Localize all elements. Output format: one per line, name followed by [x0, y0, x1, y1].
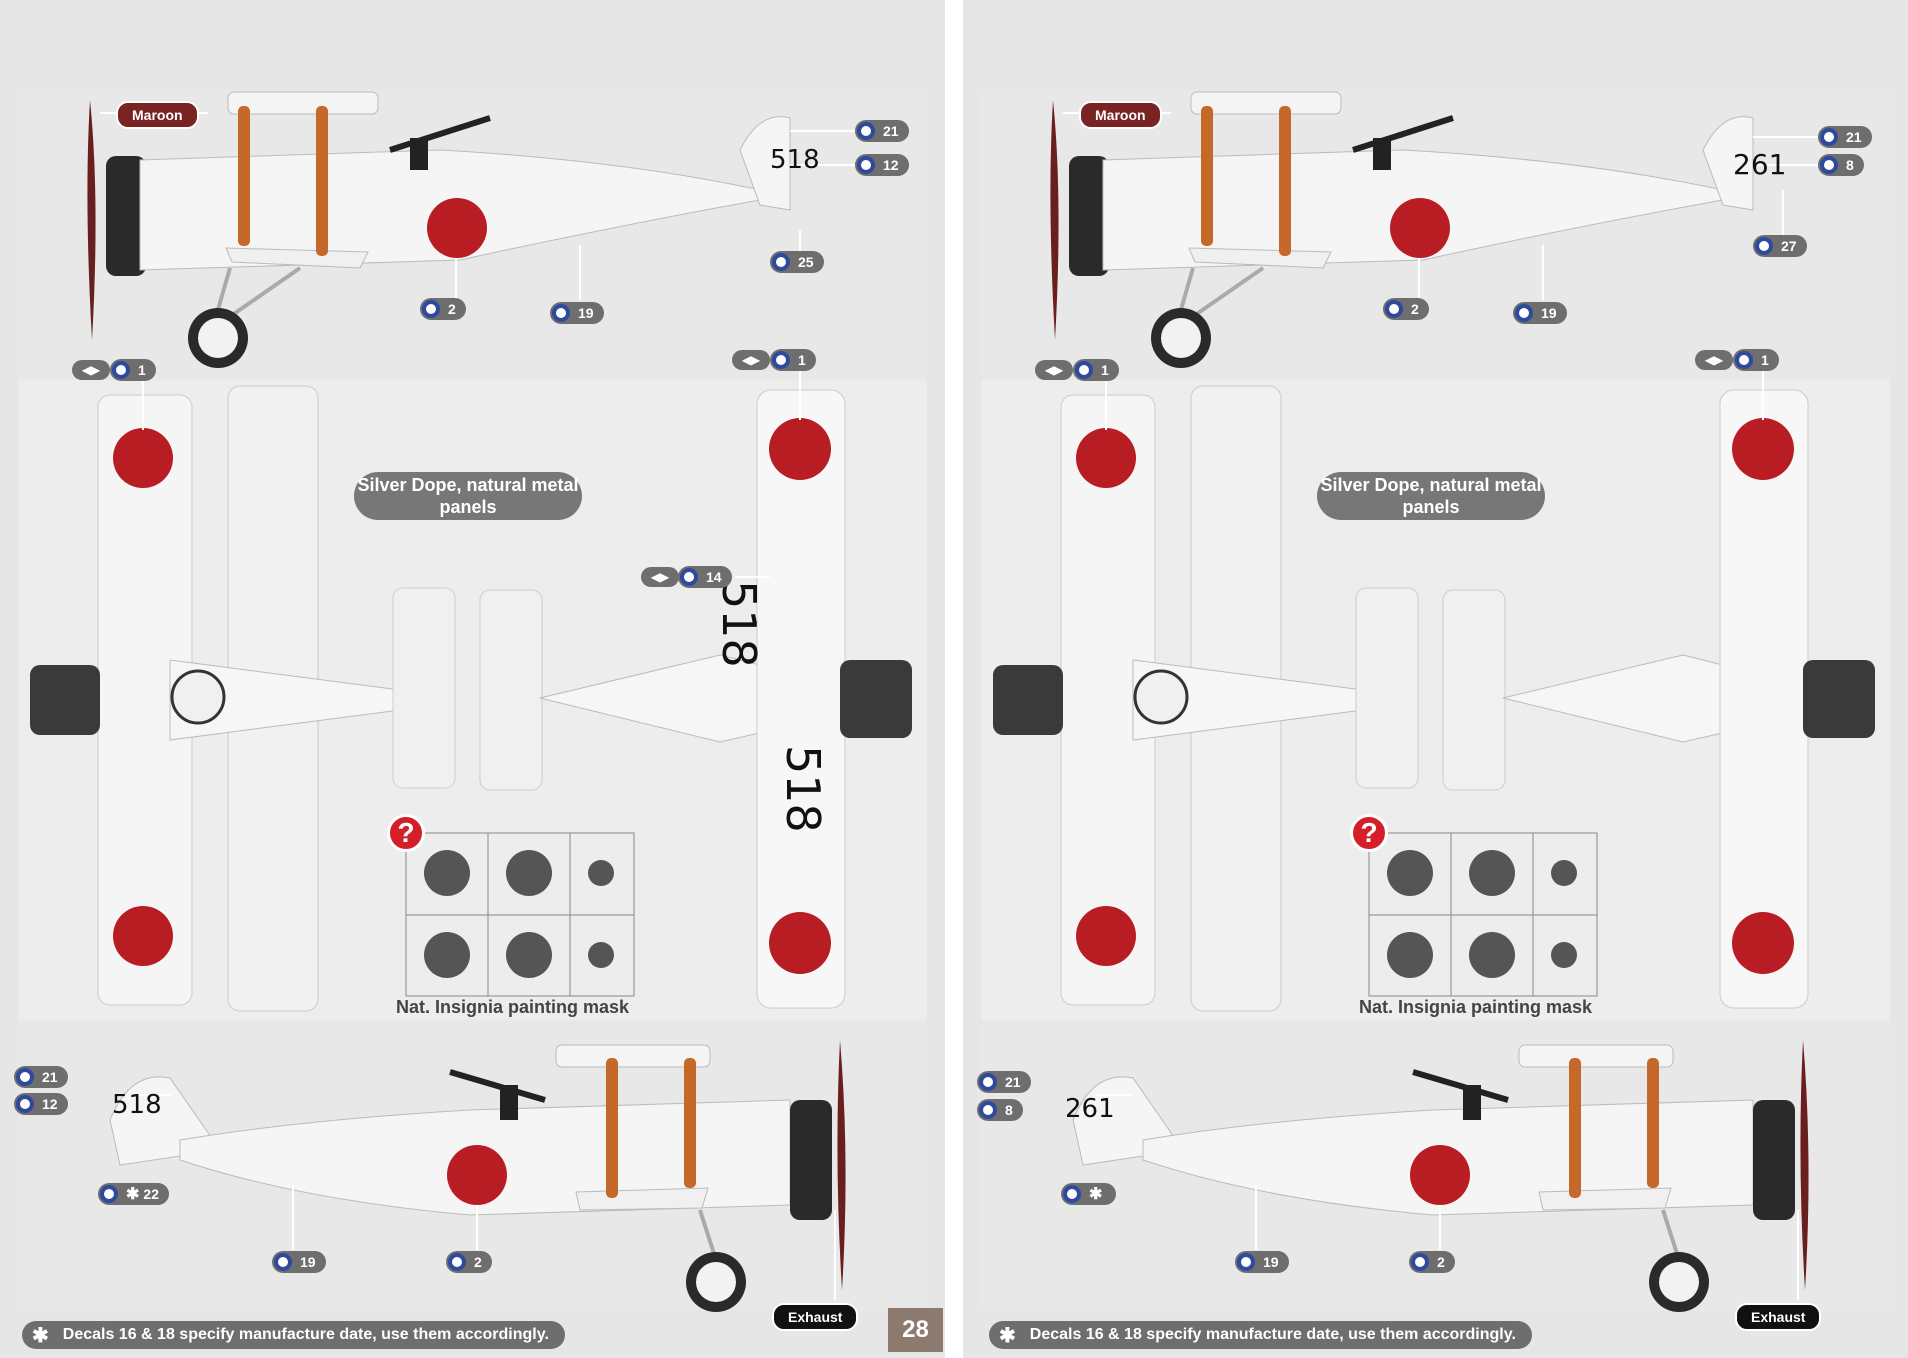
question-icon: ? — [387, 814, 425, 852]
insignia-mask-grid — [1368, 832, 1598, 997]
decal-marker-icon — [16, 1068, 34, 1086]
mirror-pair-icon: ◀▶ — [732, 350, 770, 370]
decal-marker-icon — [680, 568, 698, 586]
decal-marker-icon — [1755, 237, 1773, 255]
callout-21: 21 — [855, 120, 909, 142]
callout-2-lower: 2 — [1409, 1251, 1455, 1273]
decal-marker-icon — [857, 156, 875, 174]
decal-marker-icon — [1515, 304, 1533, 322]
side-view-right-facing — [1072, 1040, 1809, 1312]
asterisk-icon: ✱ — [999, 1324, 1016, 1347]
mirror-pair-icon: ◀▶ — [72, 360, 110, 380]
mask-caption: Nat. Insignia painting mask — [396, 997, 630, 1017]
decal-marker-icon — [979, 1073, 997, 1091]
decal-marker-icon — [1237, 1253, 1255, 1271]
decal-marker-icon — [1063, 1185, 1081, 1203]
decal-marker-icon — [552, 304, 570, 322]
tail-serial: 518 — [770, 145, 820, 175]
insignia-mask-grid — [405, 832, 635, 997]
callout-19-lower: 19 — [1235, 1251, 1289, 1273]
callout-21: 21 — [1818, 126, 1872, 148]
question-icon: ? — [1350, 814, 1388, 852]
callout-2: 2 — [1383, 298, 1429, 320]
tail-serial: 261 — [1733, 148, 1787, 181]
callout-2: 2 — [420, 298, 466, 320]
decal-marker-icon — [857, 122, 875, 140]
plan-view-lower-surface — [1442, 389, 1875, 1009]
tail-serial-lower: 518 — [112, 1090, 162, 1120]
decal-marker-icon — [274, 1253, 292, 1271]
page-number: 28 — [888, 1308, 943, 1352]
callout-asterisk: ✱ — [1061, 1183, 1117, 1205]
callout-21-lower: 21 — [14, 1066, 68, 1088]
callout-19-lower: 19 — [272, 1251, 326, 1273]
callout-1-left: 1 — [110, 359, 156, 381]
maroon-label: Maroon — [1079, 101, 1162, 129]
callout-19: 19 — [550, 302, 604, 324]
decal-marker-icon — [1075, 361, 1093, 379]
callout-1-left: 1 — [1073, 359, 1119, 381]
footnote: ✱Decals 16 & 18 specify manufacture date… — [22, 1321, 565, 1349]
decal-marker-icon — [1820, 156, 1838, 174]
callout-25: 25 — [770, 251, 824, 273]
wing-serial-lower: 518 — [776, 745, 830, 833]
decal-marker-icon — [1411, 1253, 1429, 1271]
callout-19: 19 — [1513, 302, 1567, 324]
aircraft-drawings — [993, 91, 1875, 1312]
callout-12: 12 — [855, 154, 909, 176]
right-page: 261 261 Maroon Exhaust Silver Dope, natu… — [963, 0, 1908, 1358]
decal-marker-icon — [1385, 300, 1403, 318]
callout-27: 27 — [1753, 235, 1807, 257]
callout-14: 14 — [678, 566, 732, 588]
decal-marker-icon — [16, 1095, 34, 1113]
asterisk-icon: ✱ — [126, 1186, 140, 1203]
decal-marker-icon — [772, 351, 790, 369]
callout-2-lower: 2 — [446, 1251, 492, 1273]
decal-marker-icon — [979, 1101, 997, 1119]
mirror-pair-icon: ◀▶ — [641, 567, 679, 587]
wing-serial-upper: 518 — [712, 580, 766, 668]
exhaust-label: Exhaust — [772, 1303, 859, 1331]
callout-8: 8 — [1818, 154, 1864, 176]
aircraft-drawings — [30, 91, 912, 1312]
finish-label: Silver Dope, natural metal panels — [1317, 472, 1545, 520]
plan-view-upper-surface — [993, 385, 1419, 1012]
finish-label: Silver Dope, natural metal panels — [354, 472, 582, 520]
decal-marker-icon — [112, 361, 130, 379]
callout-leader-lines — [100, 112, 864, 1300]
side-view-right-facing — [109, 1040, 846, 1312]
side-view-left-facing — [1050, 91, 1754, 368]
mirror-pair-icon: ◀▶ — [1695, 350, 1733, 370]
tail-serial-lower: 261 — [1065, 1094, 1115, 1124]
footnote: ✱Decals 16 & 18 specify manufacture date… — [989, 1321, 1532, 1349]
mask-caption: Nat. Insignia painting mask — [1359, 997, 1593, 1017]
side-view-left-facing — [87, 91, 791, 368]
callout-1-right: 1 — [770, 349, 816, 371]
callout-12-lower: 12 — [14, 1093, 68, 1115]
asterisk-icon: ✱ — [1089, 1186, 1103, 1203]
mirror-pair-icon: ◀▶ — [1035, 360, 1073, 380]
exhaust-label: Exhaust — [1735, 1303, 1822, 1331]
callout-21-lower: 21 — [977, 1071, 1031, 1093]
callout-1-right: 1 — [1733, 349, 1779, 371]
asterisk-icon: ✱ — [32, 1324, 49, 1347]
callout-22: ✱22 — [98, 1183, 169, 1205]
callout-8-lower: 8 — [977, 1099, 1023, 1121]
maroon-label: Maroon — [116, 101, 199, 129]
left-page: 518 518 518 518 Maroon Exhaust Silver Do… — [0, 0, 945, 1358]
decal-marker-icon — [422, 300, 440, 318]
plan-view-lower-surface — [479, 389, 912, 1009]
decal-marker-icon — [448, 1253, 466, 1271]
decal-marker-icon — [772, 253, 790, 271]
decal-marker-icon — [1820, 128, 1838, 146]
decal-marker-icon — [100, 1185, 118, 1203]
decal-marker-icon — [1735, 351, 1753, 369]
plan-view-upper-surface — [30, 385, 456, 1012]
